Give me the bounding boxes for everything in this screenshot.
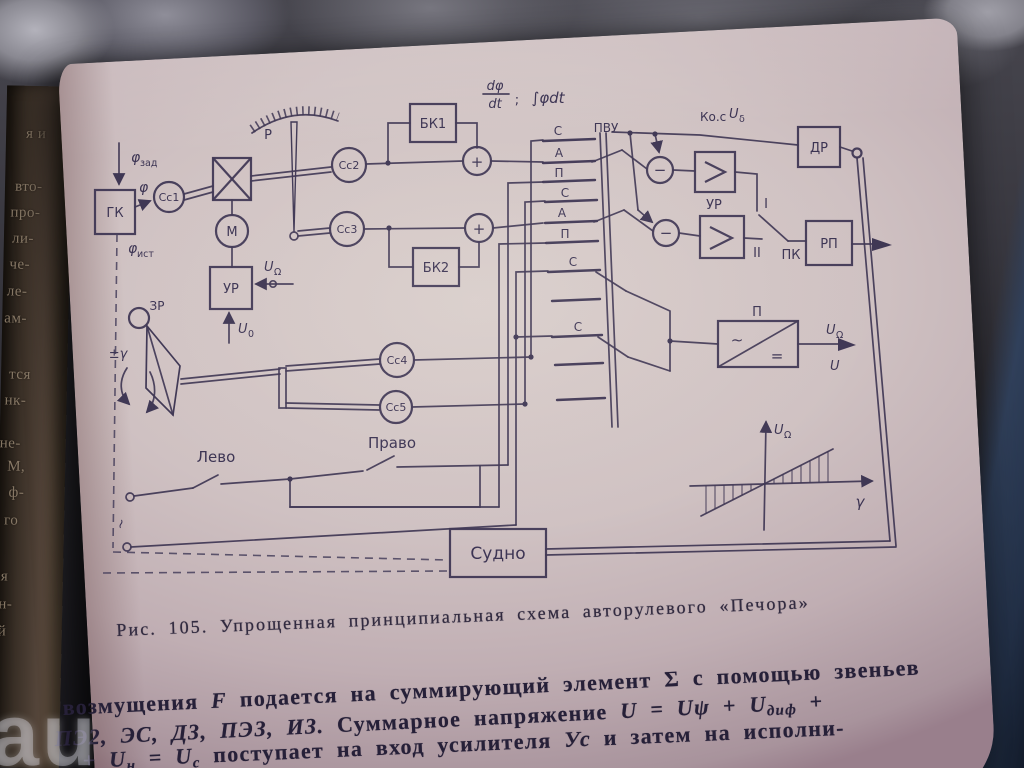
label-p-converter: П bbox=[752, 305, 762, 320]
label-sudno: Судно bbox=[470, 544, 525, 564]
label-pm-gamma: ±γ bbox=[109, 347, 129, 362]
amplifier-symbol bbox=[709, 226, 735, 250]
label-phi-zad-sub: зад bbox=[140, 158, 158, 169]
helm-setter-chain bbox=[116, 306, 416, 425]
graph-label-u-omega-sub: Ω bbox=[784, 430, 791, 441]
label-p-scale: Р bbox=[264, 128, 272, 143]
label-minus-1: − bbox=[654, 161, 667, 179]
course-feedback-dashed bbox=[112, 233, 118, 549]
supply-terminal-2 bbox=[122, 542, 132, 552]
label-m: М bbox=[226, 225, 237, 240]
label-phi-ist-sub: ист bbox=[137, 249, 154, 260]
rotation-arrow-left bbox=[116, 367, 131, 406]
label-kos: Ко.с bbox=[700, 110, 726, 124]
contact-label-a1: А bbox=[555, 146, 564, 160]
label-pk: ПК bbox=[781, 248, 800, 263]
characteristic-graph bbox=[689, 420, 874, 531]
label-contact-one: I bbox=[764, 197, 768, 212]
label-ur-right: УР bbox=[706, 198, 722, 213]
label-zr: ЗР bbox=[150, 299, 165, 313]
label-integral: ∫φdt bbox=[531, 89, 565, 107]
label-summer-plus-1: + bbox=[471, 153, 484, 171]
contact-label-a2: А bbox=[558, 206, 567, 220]
levo-switch-arm bbox=[192, 474, 219, 489]
label-pvu: ПВУ bbox=[594, 121, 619, 135]
label-u-zero: U bbox=[238, 322, 248, 337]
label-rp: РП bbox=[820, 237, 838, 252]
label-contact-two: II bbox=[753, 246, 761, 261]
body-text-italic: = U bbox=[135, 743, 194, 768]
label-u-delta-sub: δ bbox=[739, 114, 745, 125]
contact-label-p1: П bbox=[554, 166, 563, 180]
label-semicolon: ; bbox=[515, 93, 519, 108]
photo-watermark: au bbox=[0, 685, 99, 768]
label-output-u-omega: U bbox=[826, 323, 836, 338]
label-dt: dt bbox=[488, 97, 502, 112]
label-u-delta: U bbox=[729, 107, 739, 122]
amplifier-symbol bbox=[704, 161, 728, 183]
body-text-italic: Ус bbox=[563, 725, 592, 752]
rudder-arrow bbox=[872, 238, 892, 251]
body-text-italic: F bbox=[210, 687, 228, 713]
label-dr: ДР bbox=[810, 141, 828, 156]
label-levo: Лево bbox=[197, 448, 236, 466]
label-bk1: БК1 bbox=[420, 117, 446, 132]
graph-y-axis bbox=[759, 420, 773, 531]
graph-label-gamma: γ bbox=[856, 493, 866, 511]
label-phi: φ bbox=[139, 180, 149, 196]
label-u-zero-sub: 0 bbox=[248, 329, 254, 340]
label-ss5: Сс5 bbox=[386, 401, 407, 414]
label-u-omega-sub: Ω bbox=[274, 267, 281, 278]
contact-label-p2: П bbox=[560, 227, 569, 241]
supply-terminal-1 bbox=[125, 492, 135, 502]
contact-label-s3: С bbox=[569, 255, 577, 269]
label-ss2: Сс2 bbox=[339, 159, 360, 172]
label-minus-2: − bbox=[660, 224, 673, 242]
label-ss3: Сс3 bbox=[337, 223, 358, 236]
label-gk: ГК bbox=[106, 206, 123, 221]
label-u-omega: U bbox=[264, 260, 274, 275]
label-bk2: БК2 bbox=[423, 261, 449, 276]
pravo-switch-arm bbox=[366, 455, 395, 471]
dc-symbol: = bbox=[771, 347, 784, 365]
label-dphi: dφ bbox=[487, 79, 504, 94]
amplifier-and-steering-gear bbox=[611, 125, 897, 547]
rudder-stock-link bbox=[856, 157, 891, 542]
label-pravo: Право bbox=[368, 434, 416, 452]
label-output-u-omega-sub: Ω bbox=[836, 330, 843, 341]
contact-label-s2: С bbox=[561, 186, 569, 200]
body-text: + bbox=[796, 688, 825, 715]
label-ur-left: УР bbox=[223, 282, 239, 297]
ac-symbol: ∼ bbox=[731, 331, 744, 349]
scale-tick-marks bbox=[249, 106, 340, 133]
contact-label-s4: С bbox=[574, 320, 582, 334]
label-output-u: U bbox=[830, 359, 840, 374]
amplifier-2 bbox=[698, 214, 746, 260]
pk-switch-arm bbox=[758, 214, 789, 242]
label-ss1: Сс1 bbox=[159, 191, 180, 204]
amplifier-1 bbox=[693, 150, 737, 194]
graph-label-u-omega: U bbox=[774, 423, 784, 438]
graph-x-axis bbox=[689, 474, 874, 488]
rudder-stock-pivot bbox=[851, 147, 863, 159]
ac-supply-symbol: ∼ bbox=[113, 517, 130, 531]
helm-wheel-zr bbox=[127, 306, 151, 330]
label-ss4: Сс4 bbox=[387, 354, 408, 367]
contact-label-s1: С bbox=[554, 124, 562, 138]
label-summer-plus-2: + bbox=[473, 220, 486, 238]
